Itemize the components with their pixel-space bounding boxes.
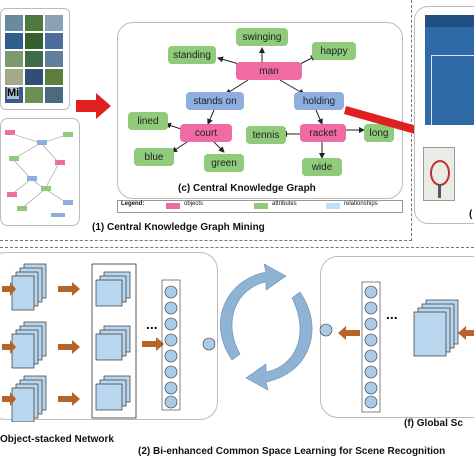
node-swinging: swinging <box>236 28 288 46</box>
tennis-court-photo <box>425 15 474 125</box>
bottom-section-border <box>0 247 474 249</box>
legend-objects: objects <box>184 201 204 207</box>
bi-enhanced-caption: (2) Bi-enhanced Common Space Learning fo… <box>138 446 446 457</box>
node-tennis: tennis <box>246 126 286 144</box>
red-arrow-right-icon <box>76 93 111 119</box>
legend-bar: Legend: objects attributes relationships <box>117 200 403 213</box>
mining-caption: (1) Central Knowledge Graph Mining <box>92 222 265 233</box>
legend-title: Legend: <box>121 201 145 207</box>
object-feature-stacks <box>2 263 216 422</box>
node-happy: happy <box>312 42 356 60</box>
node-court: court <box>180 124 232 142</box>
ellipsis-right: ... <box>386 306 398 322</box>
object-network-caption: Object-stacked Network <box>0 434 114 445</box>
node-standing: standing <box>168 46 216 64</box>
node-holding: holding <box>294 92 344 110</box>
node-stands-on: stands on <box>186 92 244 110</box>
tennis-image-panel: ( <box>414 6 474 224</box>
ellipsis-left: ... <box>146 316 158 332</box>
bi-enhanced-cycle-icon <box>220 263 313 391</box>
global-feature-stack <box>319 281 474 413</box>
node-blue: blue <box>134 148 174 166</box>
legend-attribute-swatch <box>254 203 268 209</box>
node-man: man <box>236 62 302 80</box>
graph-title: (c) Central Knowledge Graph <box>178 183 316 194</box>
node-racket: racket <box>300 124 346 142</box>
node-lined: lined <box>128 112 168 130</box>
photo-collage: Mi <box>0 8 70 110</box>
node-long: long <box>364 124 394 142</box>
legend-relationships: relationships <box>344 201 378 207</box>
photo-label: Mi <box>7 87 20 99</box>
global-caption: (f) Global Sc <box>404 418 463 429</box>
racket-crop-photo <box>423 147 455 201</box>
top-section-border <box>0 0 412 241</box>
right-panel-label: ( <box>469 209 473 220</box>
legend-attributes: attributes <box>272 201 297 207</box>
node-wide: wide <box>302 158 342 176</box>
legend-object-swatch <box>166 203 180 209</box>
legend-relationship-swatch <box>326 203 340 209</box>
scene-graph-thumbnail <box>0 118 80 226</box>
node-green: green <box>204 154 244 172</box>
